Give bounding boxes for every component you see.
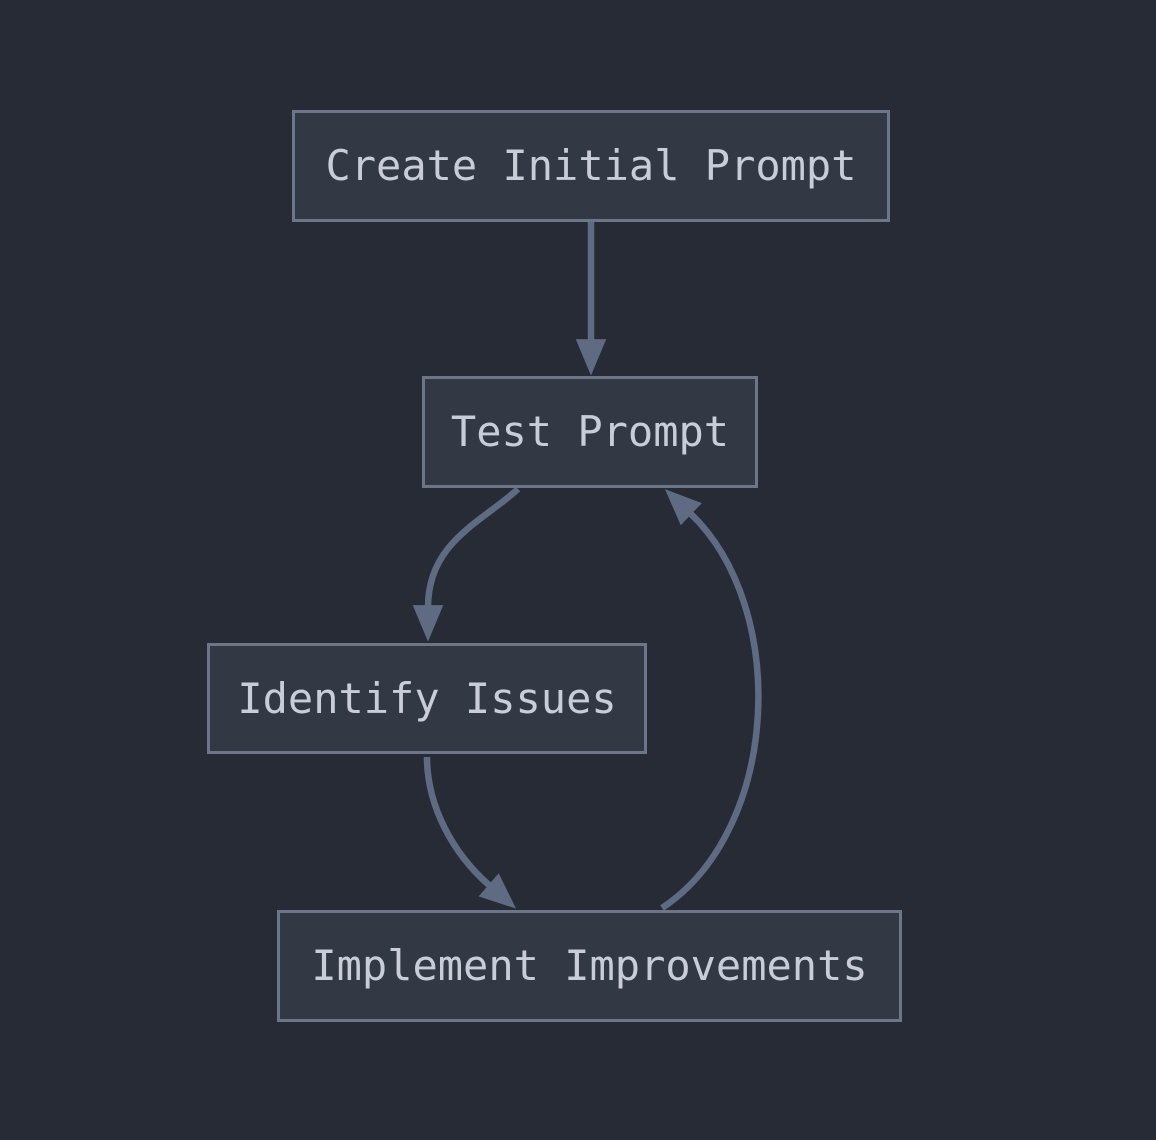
node-implement-improvements: Implement Improvements <box>277 910 902 1022</box>
edge-identify-to-implement <box>423 756 517 909</box>
edge-test-to-identify <box>412 486 521 642</box>
node-test-prompt-label: Test Prompt <box>450 407 730 456</box>
node-implement-improvements-label: Implement Improvements <box>311 941 868 990</box>
node-test-prompt: Test Prompt <box>422 376 758 488</box>
node-identify-issues: Identify Issues <box>207 643 647 754</box>
node-identify-issues-label: Identify Issues <box>237 673 617 723</box>
node-create-initial-prompt: Create Initial Prompt <box>292 110 890 222</box>
edge-implement-to-test <box>660 489 762 911</box>
node-create-initial-prompt-label: Create Initial Prompt <box>325 141 857 190</box>
